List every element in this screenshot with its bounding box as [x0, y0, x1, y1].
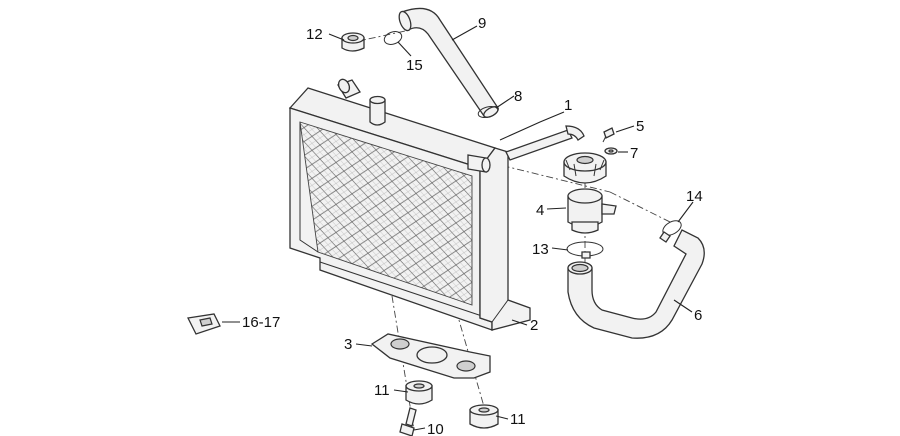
- lower-hose: [567, 229, 705, 339]
- washer-7: [604, 147, 618, 155]
- callout-1: 1: [564, 97, 572, 114]
- screw-5: [602, 127, 615, 143]
- callout-7: 7: [630, 145, 638, 162]
- hose-clamp-13: [566, 241, 604, 259]
- callout-8: 8: [514, 88, 522, 105]
- hose-clamp-8: [477, 106, 499, 118]
- radiator: [288, 78, 531, 331]
- leader-lines: [222, 25, 694, 431]
- callout-4: 4: [536, 202, 544, 219]
- overflow-tube: [505, 125, 585, 161]
- callout-3: 3: [344, 336, 352, 353]
- hose-clamp-15: [383, 31, 403, 45]
- callout-11-right: 11: [510, 411, 526, 428]
- radiator-cap: [563, 152, 607, 184]
- grommet-11-left: [405, 380, 433, 405]
- callout-6: 6: [694, 307, 702, 324]
- callout-labels: 12 9 15 8 1 5 7 4 14 13 6 2 3 11 11 10 1…: [242, 15, 703, 436]
- upper-hose: [398, 7, 499, 118]
- callout-10: 10: [427, 421, 444, 436]
- grommet-11-right: [469, 404, 499, 429]
- callout-12: 12: [306, 26, 323, 43]
- callout-16-17: 16-17: [242, 314, 280, 331]
- filler-neck: [567, 188, 617, 234]
- callout-9: 9: [478, 15, 486, 32]
- bolt-10: [399, 407, 417, 436]
- clip-16-17: [187, 313, 221, 335]
- callout-14: 14: [686, 188, 703, 205]
- callout-11-left: 11: [374, 382, 390, 399]
- callout-13: 13: [532, 241, 549, 258]
- hose-clamp-14: [659, 220, 682, 243]
- callout-2: 2: [530, 317, 538, 334]
- mounting-bracket: [370, 333, 491, 379]
- callout-15: 15: [406, 57, 423, 74]
- grommet-12: [341, 32, 365, 52]
- callout-5: 5: [636, 118, 644, 135]
